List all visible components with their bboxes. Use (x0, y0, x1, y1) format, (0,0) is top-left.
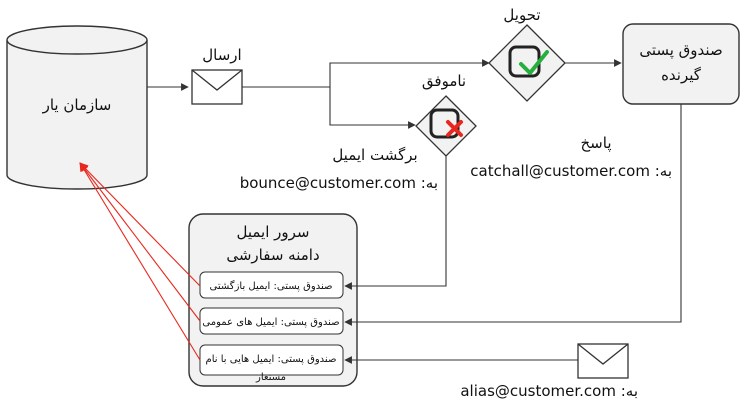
bounce-address: bounce@customer.com :به (240, 174, 438, 192)
reply-title: پاسخ (581, 134, 612, 153)
return-arrows (79, 162, 201, 361)
mailbox-alias-line1: صندوق پستی: ایمیل هایی با نام (206, 354, 337, 365)
checkmark-icon (519, 50, 549, 75)
cross-icon (446, 120, 463, 137)
envelope-icon (191, 69, 243, 105)
return-arrow-general (79, 162, 201, 322)
arrow-to-delivered (242, 59, 490, 88)
return-arrow-alias (79, 162, 201, 361)
reply-address: catchall@customer.com :به (470, 162, 672, 180)
database-cylinder-icon (6, 40, 148, 190)
envelope-icon (577, 343, 629, 379)
delivered-decision (488, 24, 566, 102)
connectors (147, 59, 682, 364)
mailbox-general-label: صندوق پستی: ایمیل های عمومی (202, 317, 339, 328)
recipient-mailbox-node: صندوق پستی گیرنده (622, 23, 740, 105)
mailbox-bounce-label: صندوق پستی: ایمیل بازگشتی (210, 280, 333, 292)
send-label: ارسال (202, 46, 241, 64)
mail-server-line2: دامنه سفارشی (226, 246, 319, 264)
organization-node: سازمان یار (6, 25, 148, 190)
recipient-mailbox-line2: گیرنده (661, 66, 702, 84)
mail-server-node: سرور ایمیل دامنه سفارشی صندوق پستی: ایمی… (188, 213, 358, 387)
arrow-reply-to-server (344, 104, 682, 326)
delivered-label: تحویل (503, 6, 540, 24)
failed-decision (415, 95, 477, 157)
arrow-to-failed (329, 87, 416, 129)
arrow-bounce-to-server (344, 156, 447, 290)
mail-server-line1: سرور ایمیل (236, 223, 309, 241)
return-arrow-bounce (79, 162, 201, 287)
alias-address: alias@customer.com :به (460, 382, 638, 400)
mailbox-alias-line2: مستعار (255, 372, 286, 383)
recipient-mailbox-line1: صندوق پستی (639, 41, 722, 60)
bounce-title: برگشت ایمیل (332, 146, 417, 164)
failed-label: ناموفق (422, 72, 466, 90)
organization-label: سازمان یار (42, 96, 112, 114)
